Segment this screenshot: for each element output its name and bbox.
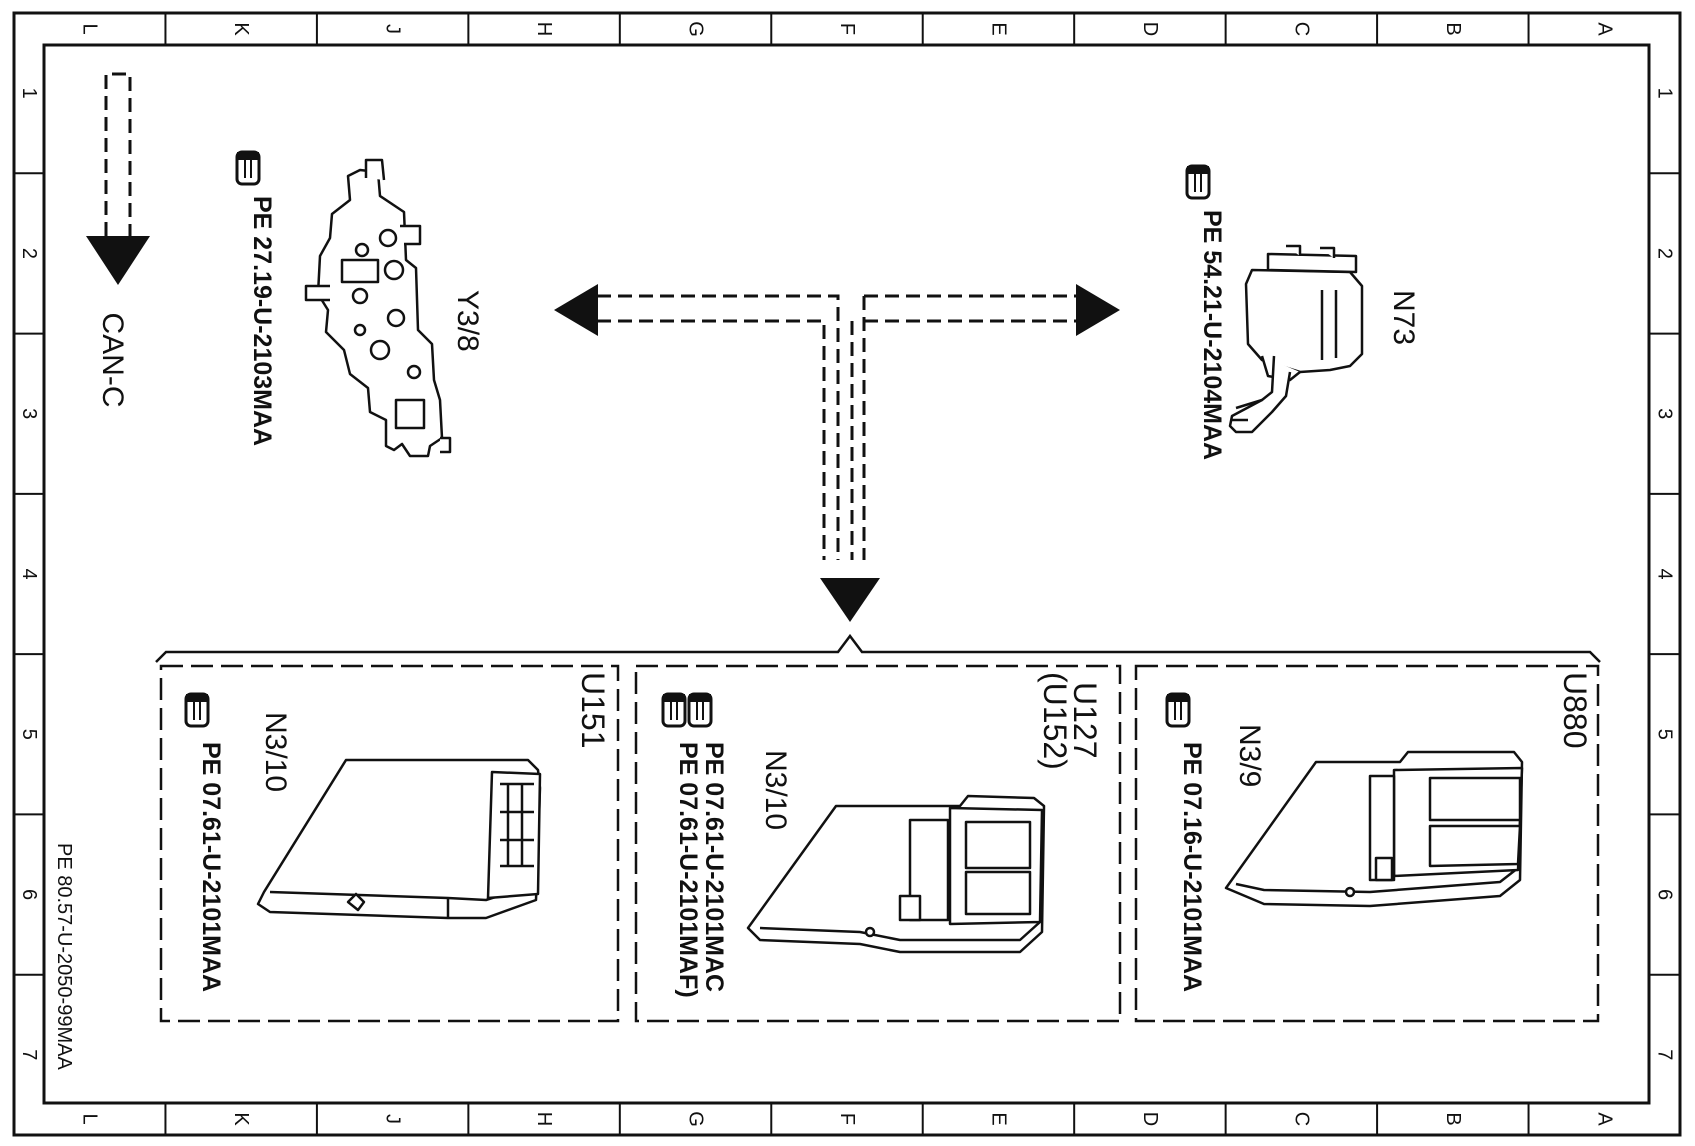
can-bus-tee (554, 284, 1120, 622)
grid-row-label-right: 3 (1654, 408, 1676, 419)
grid-column-label-bottom: H (533, 1112, 555, 1126)
inner-border (42, 43, 1651, 1105)
y3-8-ref-text: PE 27.19-U-2103MAA (248, 196, 276, 446)
component-n73: PE 54.21-U-2104MAA N73 (1185, 164, 1420, 460)
u880-variant: U880 (1557, 672, 1593, 749)
grid-row-label-right: 2 (1654, 248, 1676, 259)
outer-frame (12, 11, 1682, 1137)
grid-column-label-top: H (533, 22, 555, 36)
grid-row-label-left: 1 (18, 88, 40, 99)
grid-row-label-left: 4 (18, 568, 40, 579)
n73-code: N73 (1387, 290, 1420, 345)
grid-ticks (14, 13, 1680, 1135)
control-unit-icon (1224, 750, 1524, 908)
grid-column-label-top: D (1139, 22, 1161, 36)
n73-ref-text: PE 54.21-U-2104MAA (1198, 210, 1226, 460)
grid-column-label-bottom: B (1442, 1112, 1464, 1125)
drawing-number: PE 80.57-U-2050-99MAA (53, 843, 75, 1070)
panel-u151: U151 PE 07.61-U-2101MAA N3/10 (159, 664, 620, 1023)
ref-hand-icon (1165, 692, 1191, 728)
component-y3-8: PE 27.19-U-2103MAA Y3/8 (235, 150, 484, 458)
u127-ref-1-text: PE 07.61-U-2101MAC (700, 742, 728, 992)
grid-row-label-left: 5 (18, 729, 40, 740)
grid-column-label-top: J (382, 24, 404, 34)
grid-column-label-top: K (230, 22, 252, 36)
u880-code: N3/9 (1233, 724, 1266, 787)
grid-column-label-bottom: J (382, 1114, 404, 1124)
grid-column-label-bottom: L (79, 1113, 101, 1124)
ref-hand-icon (184, 692, 210, 728)
u151-ref-text: PE 07.61-U-2101MAA (197, 742, 225, 992)
can-c-arrow-icon (86, 72, 150, 285)
can-c-label: CAN-C (96, 313, 129, 408)
grid-column-label-bottom: E (987, 1112, 1009, 1125)
grid-column-label-top: G (685, 21, 707, 37)
grid-row-label-right: 4 (1654, 568, 1676, 579)
grid-column-label-bottom: G (685, 1111, 707, 1127)
ref-hand-icon (687, 692, 713, 728)
grid-labels: L L K K J J H H G G F F E E D D C C B B A A 1 1 2 2 3 3 4 4 5 5 6 6 7 7 (18, 21, 1676, 1127)
u127-code: N3/10 (759, 750, 792, 830)
arrow-left-icon (554, 284, 598, 336)
grid-column-label-bottom: C (1290, 1112, 1312, 1126)
panel-group-brace (155, 633, 1601, 663)
grid-column-label-bottom: F (836, 1113, 858, 1125)
grid-row-label-left: 6 (18, 889, 40, 900)
arrow-down-icon (820, 578, 880, 622)
grid-column-label-top: B (1442, 22, 1464, 35)
grid-column-label-top: A (1593, 22, 1615, 36)
u127-variant: U127 (1067, 682, 1103, 759)
y3-8-code: Y3/8 (451, 290, 484, 352)
grid-row-label-right: 5 (1654, 729, 1676, 740)
ref-hand-icon (235, 150, 261, 186)
grid-row-label-left: 3 (18, 408, 40, 419)
grid-column-label-top: E (987, 22, 1009, 35)
grid-column-label-top: F (836, 23, 858, 35)
ref-hand-icon (661, 692, 687, 728)
grid-row-label-left: 2 (18, 248, 40, 259)
panel-u880: U880 PE 07.16-U-2101MAA N3/9 (1134, 664, 1600, 1023)
u880-ref-text: PE 07.16-U-2101MAA (1178, 742, 1206, 992)
grid-row-label-right: 6 (1654, 889, 1676, 900)
grid-column-label-top: C (1290, 22, 1312, 36)
grid-column-label-bottom: K (230, 1112, 252, 1126)
ref-hand-icon (1185, 164, 1211, 200)
valve-body-icon (304, 158, 452, 458)
can-c-legend: CAN-C (86, 72, 150, 408)
control-unit-icon (256, 758, 542, 920)
grid-row-label-left: 7 (18, 1049, 40, 1060)
control-unit-icon (746, 794, 1046, 954)
arrow-right-icon (1076, 284, 1120, 336)
u151-variant: U151 (575, 672, 611, 749)
ignition-switch-icon (1228, 244, 1364, 434)
grid-column-label-bottom: D (1139, 1112, 1161, 1126)
grid-column-label-bottom: A (1593, 1112, 1615, 1126)
grid-column-label-top: L (79, 23, 101, 34)
u127-ref-2-text: PE 07.61-U-2101MAF) (674, 742, 702, 998)
grid-row-label-right: 7 (1654, 1049, 1676, 1060)
grid-row-label-right: 1 (1654, 88, 1676, 99)
u127-variant-alt: (U152) (1037, 672, 1073, 770)
panel-u127: U127 (U152) PE 07.61-U-2101MAC PE 07.61-… (634, 664, 1122, 1023)
u151-code: N3/10 (259, 712, 292, 792)
